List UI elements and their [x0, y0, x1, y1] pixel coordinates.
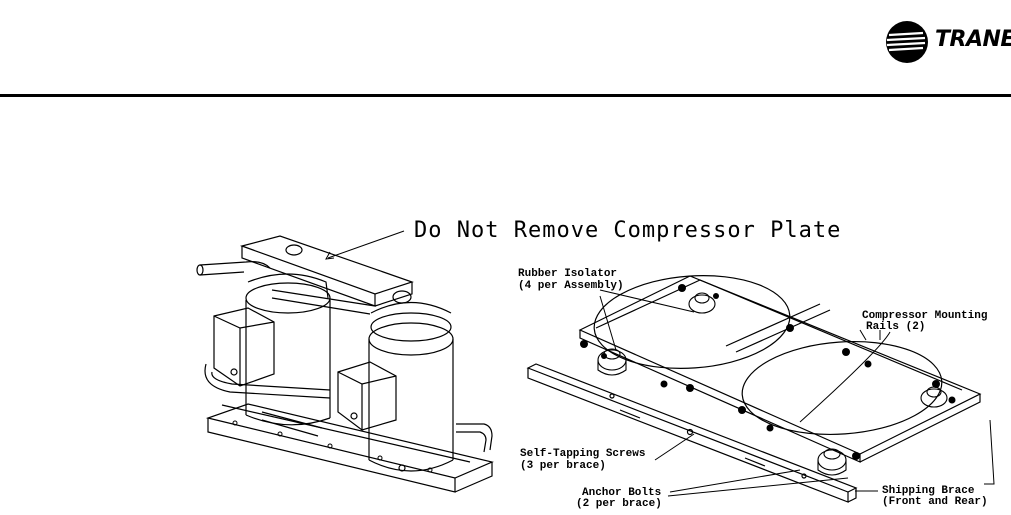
label-anchor-bolts: Anchor Bolts — [582, 487, 662, 499]
label-anchor-bolts-qty: (2 per brace) — [576, 498, 662, 510]
isolator-icon — [688, 292, 716, 314]
header-rule — [0, 94, 1011, 97]
label-compressor-rails-qty: Rails (2) — [866, 321, 926, 333]
mounting-rails-drawing — [526, 275, 982, 503]
isolator-icon — [817, 448, 847, 476]
label-compressor-rails: Compressor Mounting — [862, 310, 988, 322]
label-shipping-brace-qty: (Front and Rear) — [882, 496, 988, 508]
label-self-tapping: Self-Tapping Screws — [520, 448, 646, 460]
label-shipping-brace: Shipping Brace — [882, 485, 975, 497]
isolator-icon — [920, 386, 948, 408]
label-self-tapping-qty: (3 per brace) — [520, 460, 606, 472]
brand-name: TRANE — [935, 27, 1011, 52]
compressor-assembly-drawing — [196, 235, 494, 493]
isolator-icon — [597, 348, 627, 376]
callout-leaders — [325, 230, 995, 497]
label-rubber-isolator: Rubber Isolator — [518, 268, 618, 280]
trane-logo-icon — [886, 21, 928, 63]
label-rubber-isolator-qty: (4 per Assembly) — [518, 280, 624, 292]
callout-main: Do Not Remove Compressor Plate — [414, 218, 842, 243]
